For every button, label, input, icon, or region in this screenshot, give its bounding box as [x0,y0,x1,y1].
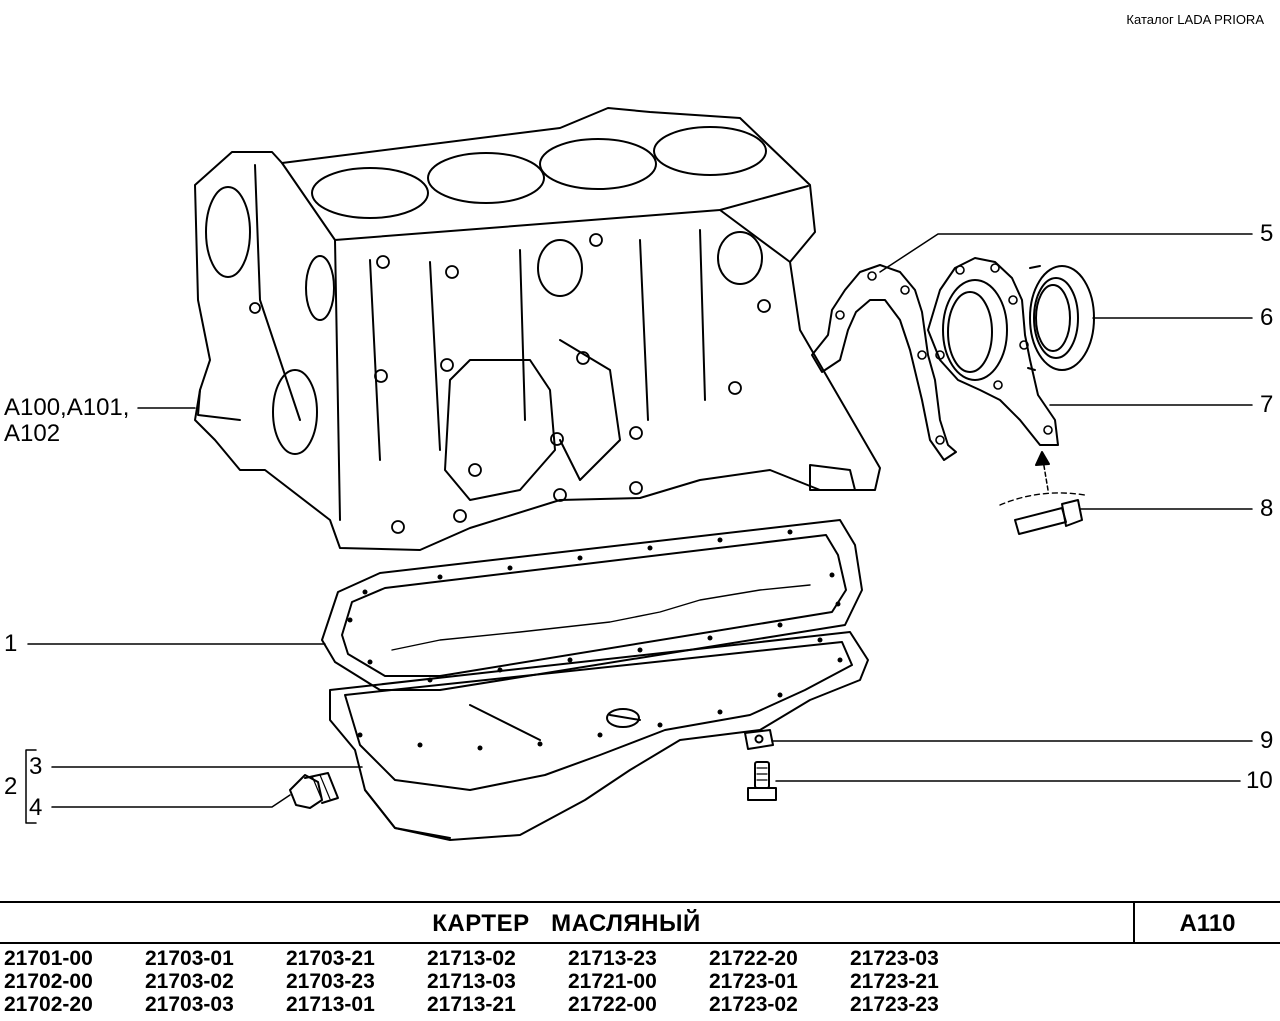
title-bar: КАРТЕР МАСЛЯНЫЙ A110 [0,901,1280,944]
callout-2: 2 [4,773,18,800]
leader-lines [25,233,1253,824]
callout-7: 7 [1260,391,1274,418]
model-code: 21713-02 [427,947,516,970]
callout-4: 4 [29,794,43,821]
catalog-header: Каталог LADA PRIORA [1126,12,1264,27]
crankshaft-oil-seal [1027,265,1095,371]
model-code: 21723-02 [709,993,798,1016]
model-code: 21703-23 [286,970,375,993]
model-code: 21713-21 [427,993,516,1016]
model-code: 21702-00 [4,970,93,993]
oil-pan [329,631,869,841]
callout-6: 6 [1260,304,1274,331]
drain-plug [289,772,339,809]
callout-1: 1 [4,630,18,657]
model-code: 21723-21 [850,970,939,993]
callout-10: 10 [1246,767,1273,794]
callout-8: 8 [1260,495,1274,522]
section-code: A110 [1133,903,1280,942]
model-code: 21722-20 [709,947,798,970]
model-code: 21722-00 [568,993,657,1016]
model-code: 21723-23 [850,993,939,1016]
model-code: 21703-01 [145,947,234,970]
model-code: 21713-03 [427,970,516,993]
oil-pan-gasket [321,519,863,691]
model-code: 21701-00 [4,947,93,970]
reference-label-line2: A102 [4,420,61,447]
model-code: 21723-03 [850,947,939,970]
section-title: КАРТЕР МАСЛЯНЫЙ [432,910,701,937]
model-code: 21713-23 [568,947,657,970]
pan-bolt [747,761,777,801]
model-code-list: 21701-00 21703-01 21703-21 21713-02 2171… [4,947,1004,1016]
callout-5: 5 [1260,220,1274,247]
exploded-parts-diagram [25,107,1253,841]
model-code: 21703-02 [145,970,234,993]
model-code: 21703-21 [286,947,375,970]
rear-seal-housing [927,257,1059,446]
callout-3: 3 [29,753,43,780]
model-code: 21703-03 [145,993,234,1016]
housing-bolt [999,451,1086,535]
callout-9: 9 [1260,727,1274,754]
drain-plug-washer [744,729,774,750]
reference-label-line1: A100,A101, [4,394,130,421]
engine-block [194,107,881,551]
model-code: 21702-20 [4,993,93,1016]
model-code: 21723-01 [709,970,798,993]
rear-cover-gasket [811,264,957,461]
model-code: 21721-00 [568,970,657,993]
model-code: 21713-01 [286,993,375,1016]
